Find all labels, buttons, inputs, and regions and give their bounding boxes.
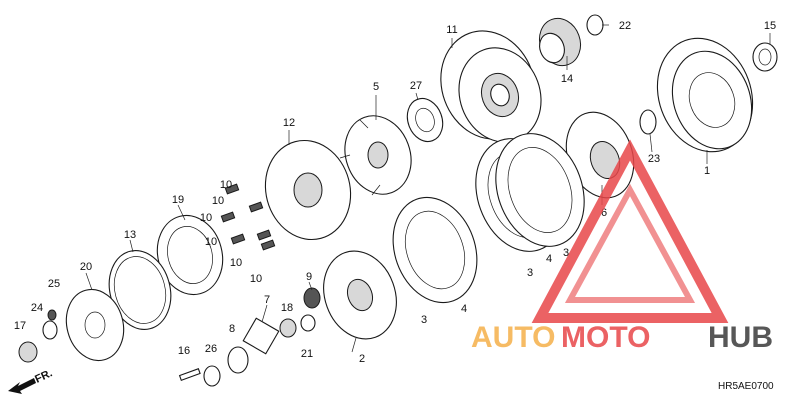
part-9-spring [303,287,321,309]
callout-10: 10 [212,195,224,207]
watermark-triangle-icon [531,139,729,323]
callout-15: 15 [764,20,776,32]
callout-13: 13 [124,229,136,241]
callout-26: 26 [205,343,217,355]
callout-23: 23 [648,153,660,165]
callout-6: 6 [601,207,607,219]
part-20-plate [65,288,125,362]
part-10-springs [220,183,276,251]
part-26-bearing [203,365,221,387]
callout-10: 10 [200,212,212,224]
callout-10: 10 [230,257,242,269]
part-17-nut [18,341,38,363]
part-25-nut [47,309,57,321]
part-22-washer [586,14,604,36]
direction-arrow-icon [8,378,36,394]
callout-labels: 1 2 3 3 3 4 4 5 6 7 8 9 10 10 10 10 10 1… [14,20,776,365]
watermark-text-moto: MOTO [561,321,650,354]
callout-21: 21 [301,348,313,360]
callout-9: 9 [306,271,312,283]
callout-3: 3 [421,314,427,326]
callout-24: 24 [31,302,43,314]
part-5-spoked-plate [339,115,412,196]
part-27-bearing [406,97,444,143]
part-23-ring [639,109,657,135]
callout-3: 3 [527,267,533,279]
diagram-code: HR5AE0700 [718,381,774,392]
part-18-nut [279,318,297,338]
callout-12: 12 [283,117,295,129]
callout-2: 2 [359,353,365,365]
callout-3: 3 [563,247,569,259]
callout-17: 17 [14,320,26,332]
part-14-gear [538,17,582,67]
part-2-clutch-center [323,250,397,340]
parts-3-4-clutch-discs [392,133,585,304]
callout-20: 20 [80,261,92,273]
callout-22: 22 [619,20,631,32]
part-1-clutch-housing [656,37,754,153]
part-16-bolt [178,368,201,382]
part-24-washer [42,320,58,340]
callout-10: 10 [220,179,232,191]
part-7-plate [242,317,280,355]
callout-4: 4 [461,303,467,315]
callout-10: 10 [250,273,262,285]
direction-label: FR. [33,367,54,385]
callout-1: 1 [704,165,710,177]
front-direction-indicator: FR. [8,367,54,394]
callout-7: 7 [264,294,270,306]
callout-8: 8 [229,323,235,335]
callout-14: 14 [561,73,573,85]
callout-5: 5 [373,81,379,93]
part-21-washer [300,314,316,332]
leader-lines [85,24,771,353]
callout-27: 27 [410,80,422,92]
callout-25: 25 [48,278,60,290]
part-15-bushing [752,42,778,72]
callout-10: 10 [205,236,217,248]
callout-18: 18 [281,302,293,314]
callout-16: 16 [178,345,190,357]
watermark-text-auto: AUTO [471,321,555,354]
part-8-seal [227,346,249,374]
watermark-logo: AUTO MOTO HUB [471,139,773,354]
callout-4: 4 [546,253,552,265]
part-12-weight-assembly [264,139,352,241]
watermark-text-hub: HUB [708,321,773,354]
callout-19: 19 [172,194,184,206]
callout-11: 11 [446,24,457,36]
part-11-clutch-outer [440,30,542,143]
